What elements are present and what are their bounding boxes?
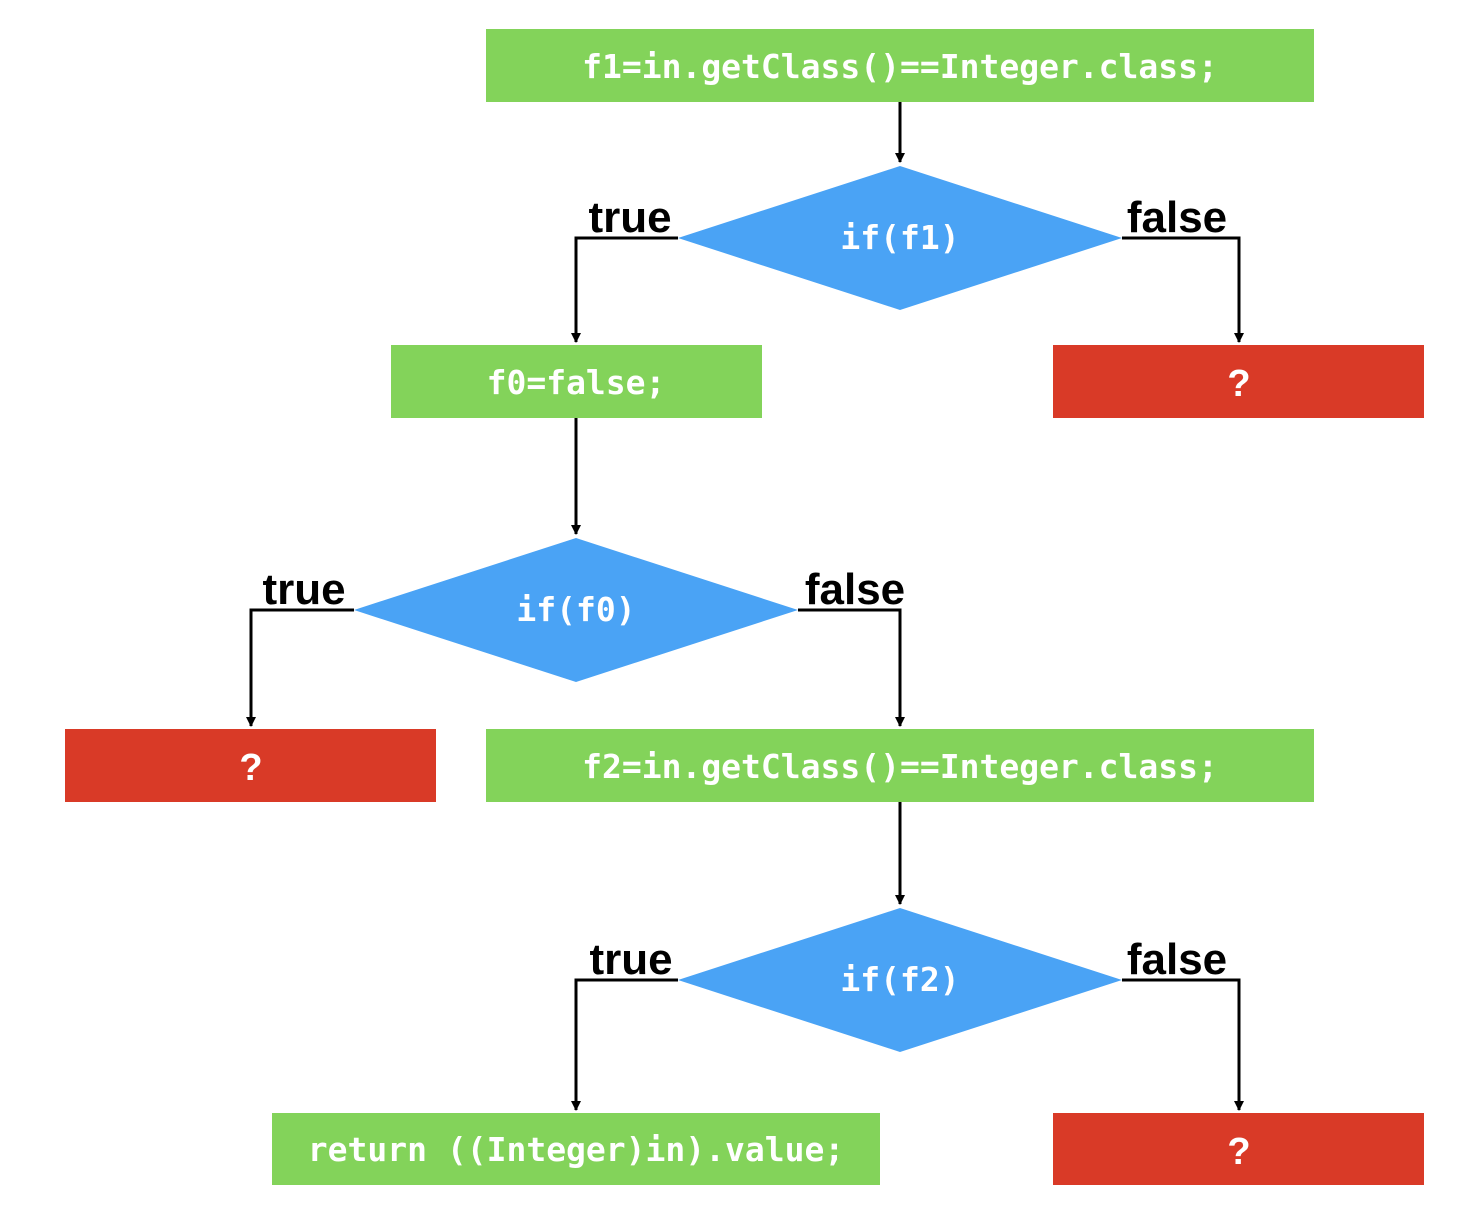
process-box (486, 29, 1314, 102)
decision-node-if-f0: if(f0) (354, 538, 798, 682)
decision-text: if(f2) (840, 960, 959, 999)
process-box (391, 345, 762, 418)
unknown-text: ? (1227, 363, 1250, 405)
decision-diamond (354, 538, 798, 682)
decision-diamond (678, 908, 1122, 1052)
edge-d1-true (571, 236, 678, 343)
unknown-node-2: ? (65, 729, 436, 802)
unknown-node-3: ? (1053, 1113, 1424, 1185)
unknown-text: ? (239, 747, 262, 789)
process-box (486, 729, 1314, 802)
edge-label-d3-true: true (589, 935, 672, 984)
decision-node-if-f1: if(f1) (678, 166, 1122, 310)
edge-labels: true false true false true false (262, 193, 1227, 984)
process-text: f1=in.getClass()==Integer.class; (582, 47, 1218, 86)
process-text: return ((Integer)in).value; (308, 1130, 844, 1169)
edge-label-d2-false: false (805, 565, 905, 614)
edge-d3-false (1122, 978, 1244, 1111)
unknown-node-1: ? (1053, 345, 1424, 418)
process-text: f0=false; (487, 363, 666, 402)
edge-d3-true (571, 978, 678, 1111)
process-text: f2=in.getClass()==Integer.class; (582, 747, 1218, 786)
edge-label-d3-false: false (1127, 935, 1227, 984)
process-node-f0-assign: f0=false; (391, 345, 762, 418)
edges (246, 102, 1244, 1111)
unknown-box (1053, 345, 1424, 418)
decision-text: if(f0) (516, 590, 635, 629)
edge-d2-false (798, 608, 905, 727)
process-node-return: return ((Integer)in).value; (272, 1113, 880, 1185)
edge-label-d1-true: true (588, 193, 671, 242)
unknown-box (1053, 1113, 1424, 1185)
edge-d2-true (246, 608, 354, 727)
decision-diamond (678, 166, 1122, 310)
process-node-f1-assign: f1=in.getClass()==Integer.class; (486, 29, 1314, 102)
decision-node-if-f2: if(f2) (678, 908, 1122, 1052)
unknown-text: ? (1227, 1131, 1250, 1173)
edge-label-d1-false: false (1127, 193, 1227, 242)
edge-label-d2-true: true (262, 565, 345, 614)
process-node-f2-assign: f2=in.getClass()==Integer.class; (486, 729, 1314, 802)
unknown-box (65, 729, 436, 802)
process-box (272, 1113, 880, 1185)
decision-text: if(f1) (840, 218, 959, 257)
edge-d1-false (1122, 236, 1244, 343)
